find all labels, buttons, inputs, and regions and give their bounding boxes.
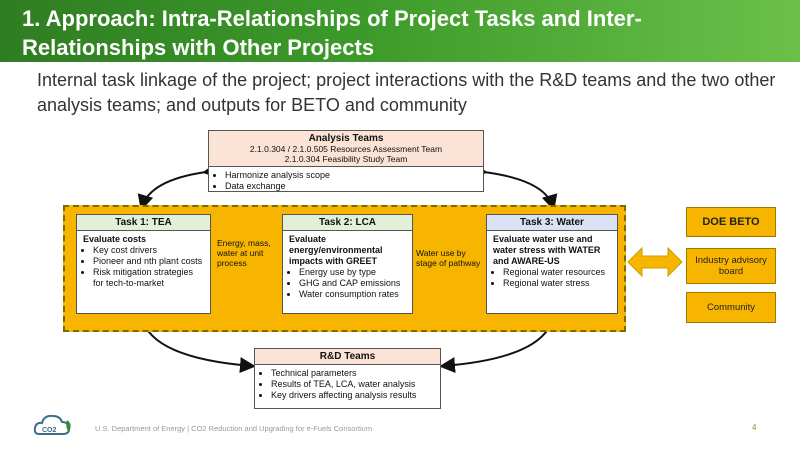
task3-box: Task 3: Water Evaluate water use and wat…	[486, 214, 618, 314]
arrow-analysis-task3	[471, 162, 558, 211]
task3-lead: Evaluate water use and water stress with…	[493, 234, 601, 266]
footer-text: U.S. Department of Energy | CO2 Reductio…	[95, 424, 373, 433]
rd-teams-header: R&D Teams	[255, 349, 440, 365]
list-item: Regional water resources	[503, 267, 611, 278]
community-box: Community	[686, 292, 776, 323]
list-item: Water consumption rates	[299, 289, 406, 300]
rd-teams-body: Technical parameters Results of TEA, LCA…	[255, 365, 440, 404]
task1-header: Task 1: TEA	[77, 215, 210, 231]
page-subtitle: Internal task linkage of the project; pr…	[37, 70, 776, 115]
task2-body: Evaluate energy/environmental impacts wi…	[283, 231, 412, 303]
page-title: 1. Approach: Intra-Relationships of Proj…	[22, 6, 642, 60]
analysis-teams-subheader-1: 2.1.0.304 / 2.1.0.505 Resources Assessme…	[249, 144, 443, 154]
link-task2-task3-label: Water use by stage of pathway	[416, 248, 481, 268]
list-item: GHG and CAP emissions	[299, 278, 406, 289]
list-item: Key drivers affecting analysis results	[271, 390, 434, 401]
list-item: Data exchange	[225, 181, 477, 192]
list-item: Key cost drivers	[93, 245, 204, 256]
list-item: Results of TEA, LCA, water analysis	[271, 379, 434, 390]
arrow-analysis-task1	[137, 162, 220, 211]
consortium-logo: CO2	[33, 414, 71, 435]
task3-header: Task 3: Water	[487, 215, 617, 231]
list-item: Pioneer and nth plant costs	[93, 256, 204, 267]
list-item: Energy use by type	[299, 267, 406, 278]
rd-teams-box: R&D Teams Technical parameters Results o…	[254, 348, 441, 409]
analysis-teams-box: Analysis Teams 2.1.0.304 / 2.1.0.505 Res…	[208, 130, 484, 192]
link-task1-task2-label: Energy, mass, water at unit process	[217, 238, 271, 268]
analysis-teams-title: Analysis Teams	[308, 133, 384, 144]
task1-body: Evaluate costs Key cost drivers Pioneer …	[77, 231, 210, 292]
list-item: Regional water stress	[503, 278, 611, 289]
logo-text: CO2	[42, 427, 57, 434]
analysis-teams-subheader-2: 2.1.0.304 Feasibility Study Team	[284, 154, 408, 164]
list-item: Risk mitigation strategies for tech-to-m…	[93, 267, 204, 289]
task2-box: Task 2: LCA Evaluate energy/environmenta…	[282, 214, 413, 314]
task1-lead: Evaluate costs	[83, 234, 147, 244]
outputs-double-arrow	[627, 246, 683, 278]
page-number: 4	[752, 423, 757, 432]
task2-lead: Evaluate energy/environmental impacts wi…	[289, 234, 383, 266]
list-item: Technical parameters	[271, 368, 434, 379]
doe-beto-box: DOE BETO	[686, 207, 776, 237]
task1-box: Task 1: TEA Evaluate costs Key cost driv…	[76, 214, 211, 314]
analysis-teams-body: Harmonize analysis scope Data exchange	[209, 167, 483, 195]
task3-body: Evaluate water use and water stress with…	[487, 231, 617, 292]
task2-header: Task 2: LCA	[283, 215, 412, 231]
industry-board-box: Industry advisory board	[686, 248, 776, 284]
title-bar	[0, 0, 800, 62]
list-item: Harmonize analysis scope	[225, 170, 477, 181]
analysis-teams-header: Analysis Teams 2.1.0.304 / 2.1.0.505 Res…	[209, 131, 483, 167]
